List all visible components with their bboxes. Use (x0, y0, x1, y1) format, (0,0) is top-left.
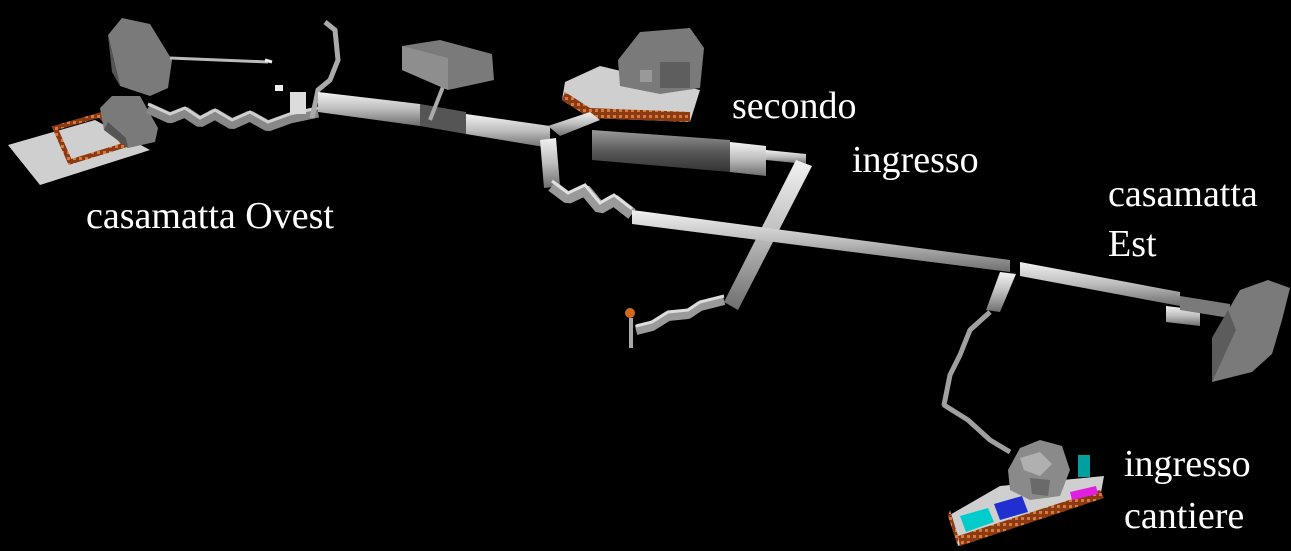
east-casemate (1212, 280, 1290, 382)
label-second-entrance-line2: ingresso (852, 139, 979, 181)
label-site-entrance-line1: ingresso (1124, 443, 1251, 485)
equipment-cyan (960, 508, 994, 532)
second-entrance-platform (562, 66, 700, 122)
west-casemate-complex (8, 18, 341, 185)
main-gallery-west (318, 40, 550, 148)
main-gallery-east (632, 210, 1230, 326)
second-entrance-complex (548, 28, 806, 176)
dark-gallery (592, 130, 730, 172)
west-vertical-passage (309, 20, 341, 119)
label-east-casemate-line1: casamatta (1108, 173, 1258, 215)
label-west-casemate: casamatta Ovest (86, 195, 334, 237)
site-entrance-passage (941, 272, 1016, 455)
diagonal-passages (540, 138, 812, 348)
label-site-entrance-line2: cantiere (1124, 495, 1245, 537)
equipment-magenta (1070, 486, 1098, 500)
site-entrance-complex (948, 440, 1104, 546)
equipment-blue (994, 496, 1028, 520)
label-east-casemate-line2: Est (1108, 223, 1157, 265)
west-zigzag-corridor (145, 102, 320, 132)
label-second-entrance-line1: secondo (732, 85, 857, 127)
orange-marker (625, 308, 635, 318)
west-building-upper (108, 18, 172, 96)
